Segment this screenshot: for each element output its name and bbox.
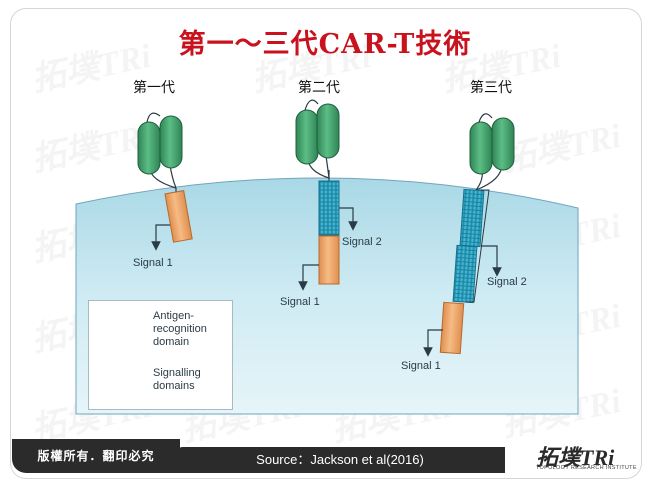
gen2-receptor	[295, 99, 358, 291]
gen2-signal1-label: Signal 1	[280, 296, 320, 308]
gen2-antigen-domain-right	[316, 103, 340, 159]
gen3-label: 第三代	[470, 80, 512, 96]
gen1-signal1-label: Signal 1	[133, 257, 173, 269]
company-logo: 拓墣TRi TOPOLOGY RESEARCH INSTITUTE	[536, 440, 637, 474]
gen2-signal2-domain	[318, 180, 340, 236]
gen2-antigen-domain-left	[295, 109, 319, 165]
gen3-signal2a-domain	[459, 188, 485, 248]
legend-antigen-line2: recognition	[153, 323, 207, 335]
page-title: 第一～三代CAR-T技術	[178, 29, 472, 60]
gen3-signal2b-domain	[452, 244, 478, 304]
gen1-antigen-domain-left	[137, 121, 161, 175]
legend-signalling-line2: domains	[153, 380, 195, 392]
gen2-signal1-domain	[318, 235, 340, 285]
gen3-antigen-domain-left	[469, 121, 493, 175]
logo-wordmark: 拓墣TRi	[536, 445, 615, 470]
legend-antigen-line3: domain	[153, 336, 190, 348]
gen1-antigen-domain-right	[159, 115, 183, 169]
gen1-signal1-domain	[164, 190, 193, 243]
gen1-receptor	[137, 112, 193, 251]
source-citation: Source：Jackson et al(2016)	[175, 447, 505, 473]
gen3-receptor	[423, 113, 515, 357]
gen3-antigen-domain-right	[491, 117, 515, 171]
gen1-label: 第一代	[133, 80, 175, 96]
legend-antigen-line1: Antigen-	[153, 310, 194, 322]
gen2-label: 第二代	[298, 80, 340, 96]
gen3-signal1-label: Signal 1	[401, 360, 441, 372]
logo-subtitle: TOPOLOGY RESEARCH INSTITUTE	[536, 465, 637, 471]
gen3-signal1-domain	[439, 301, 465, 355]
legend-signalling-line1: Signalling	[153, 367, 201, 379]
gen3-signal2-label: Signal 2	[487, 276, 527, 288]
copyright-notice: 版權所有．翻印必究	[12, 439, 180, 473]
legend	[88, 300, 233, 410]
gen2-signal2-label: Signal 2	[342, 236, 382, 248]
